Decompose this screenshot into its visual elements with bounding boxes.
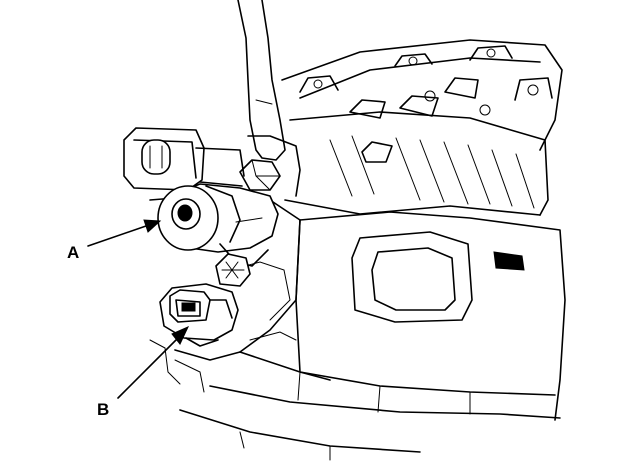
upper-connector bbox=[123, 127, 245, 191]
callout-a: A bbox=[67, 219, 162, 262]
callout-b: B bbox=[97, 326, 190, 419]
callout-b-label: B bbox=[97, 400, 109, 419]
callout-b-arrowhead bbox=[171, 326, 190, 345]
part-b-connector bbox=[159, 283, 239, 347]
callout-a-leader-line bbox=[87, 225, 147, 247]
callout-b-leader-line bbox=[117, 337, 179, 399]
part-a-solenoid bbox=[157, 183, 279, 287]
callout-a-label: A bbox=[67, 243, 79, 262]
callout-a-arrowhead bbox=[143, 219, 162, 233]
engine-housing bbox=[149, 39, 566, 461]
mounting-bracket bbox=[237, 0, 301, 197]
